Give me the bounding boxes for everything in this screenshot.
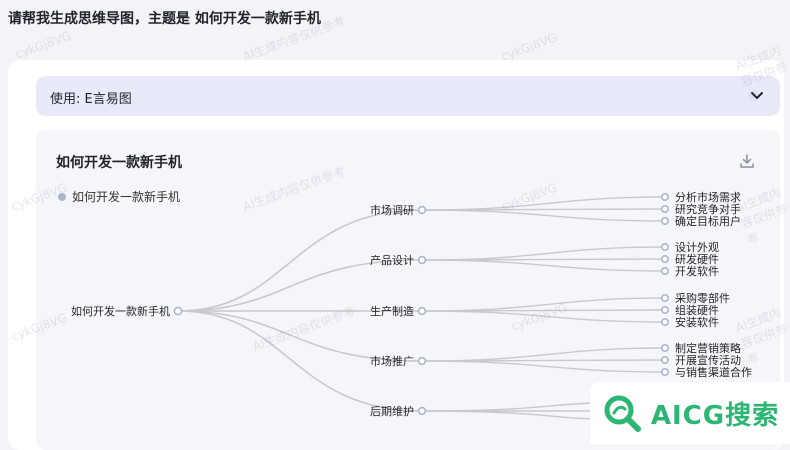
leaf-connector xyxy=(421,297,666,312)
leaf-node-dot[interactable] xyxy=(660,243,669,252)
leaf-connector xyxy=(421,347,666,362)
leaf-node-label: 安装软件 xyxy=(675,315,719,329)
leaf-node-dot[interactable] xyxy=(660,205,669,214)
leaf-node-label: 设计外观 xyxy=(675,241,719,254)
leaf-node-label: 确定目标用户 xyxy=(675,214,741,228)
chevron-down-icon[interactable] xyxy=(748,86,766,104)
branch-node-label: 产品设计 xyxy=(370,253,414,267)
branch-node-label: 后期维护 xyxy=(370,404,414,418)
branch-connector xyxy=(177,310,423,362)
branch-node-dot[interactable] xyxy=(417,406,427,416)
legend-label: 如何开发一款新手机 xyxy=(72,190,181,204)
leaf-node-label: 与销售渠道合作 xyxy=(675,365,752,379)
leaf-node-label: 制定营销策略 xyxy=(675,341,741,355)
branch-connector xyxy=(177,259,423,312)
leaf-node-label: 研究竞争对手 xyxy=(675,202,741,216)
legend: 如何开发一款新手机 xyxy=(58,188,180,205)
leaf-node-dot[interactable] xyxy=(660,266,669,275)
leaf-node-dot[interactable] xyxy=(660,367,669,376)
root-node-dot[interactable] xyxy=(173,306,183,316)
branch-connector xyxy=(177,310,423,412)
branch-node-label: 市场调研 xyxy=(370,203,414,217)
leaf-node-label: 采购零部件 xyxy=(675,291,730,305)
leaf-connector xyxy=(421,259,666,272)
branch-node-dot[interactable] xyxy=(417,205,427,215)
leaf-connector xyxy=(421,410,601,420)
leaf-node-dot[interactable] xyxy=(660,255,669,264)
branch-node-dot[interactable] xyxy=(417,356,427,366)
leaf-connector xyxy=(421,402,601,412)
aicg-badge: AICG搜索 xyxy=(590,382,790,444)
leaf-node-label: 研发硬件 xyxy=(675,252,719,266)
branch-node-dot[interactable] xyxy=(417,306,427,316)
root-node-label: 如何开发一款新手机 xyxy=(71,304,170,318)
tool-usage-bar[interactable]: 使用: E言易图 xyxy=(36,76,780,116)
tool-usage-label: 使用: E言易图 xyxy=(50,92,132,107)
branch-node-label: 市场推广 xyxy=(370,354,414,368)
leaf-node-dot[interactable] xyxy=(660,193,669,202)
panel-title: 如何开发一款新手机 xyxy=(56,155,182,171)
branch-connector xyxy=(177,209,423,312)
leaf-node-dot[interactable] xyxy=(660,343,669,352)
leaf-connector xyxy=(421,209,666,222)
search-icon xyxy=(604,395,641,432)
leaf-node-label: 分析市场需求 xyxy=(675,190,741,204)
branch-node-label: 生产制造 xyxy=(370,304,414,318)
leaf-node-label: 开发软件 xyxy=(675,264,719,278)
leaf-node-label: 组装硬件 xyxy=(675,303,719,317)
leaf-node-label: 开展宣传活动 xyxy=(675,353,741,367)
leaf-connector xyxy=(421,310,666,323)
legend-dot xyxy=(58,192,66,201)
leaf-node-dot[interactable] xyxy=(660,317,669,326)
badge-text: AICG搜索 xyxy=(650,400,780,431)
leaf-connector xyxy=(421,196,666,211)
leaf-node-dot[interactable] xyxy=(660,305,669,314)
prompt-text: 请帮我生成思维导图，主题是 如何开发一款新手机 xyxy=(8,11,321,27)
leaf-connector xyxy=(421,246,666,261)
leaf-node-dot[interactable] xyxy=(660,293,669,302)
download-icon[interactable] xyxy=(738,152,756,170)
branch-node-dot[interactable] xyxy=(417,255,427,265)
leaf-connector xyxy=(421,360,666,373)
leaf-node-dot[interactable] xyxy=(660,355,669,364)
leaf-node-dot[interactable] xyxy=(660,217,669,226)
